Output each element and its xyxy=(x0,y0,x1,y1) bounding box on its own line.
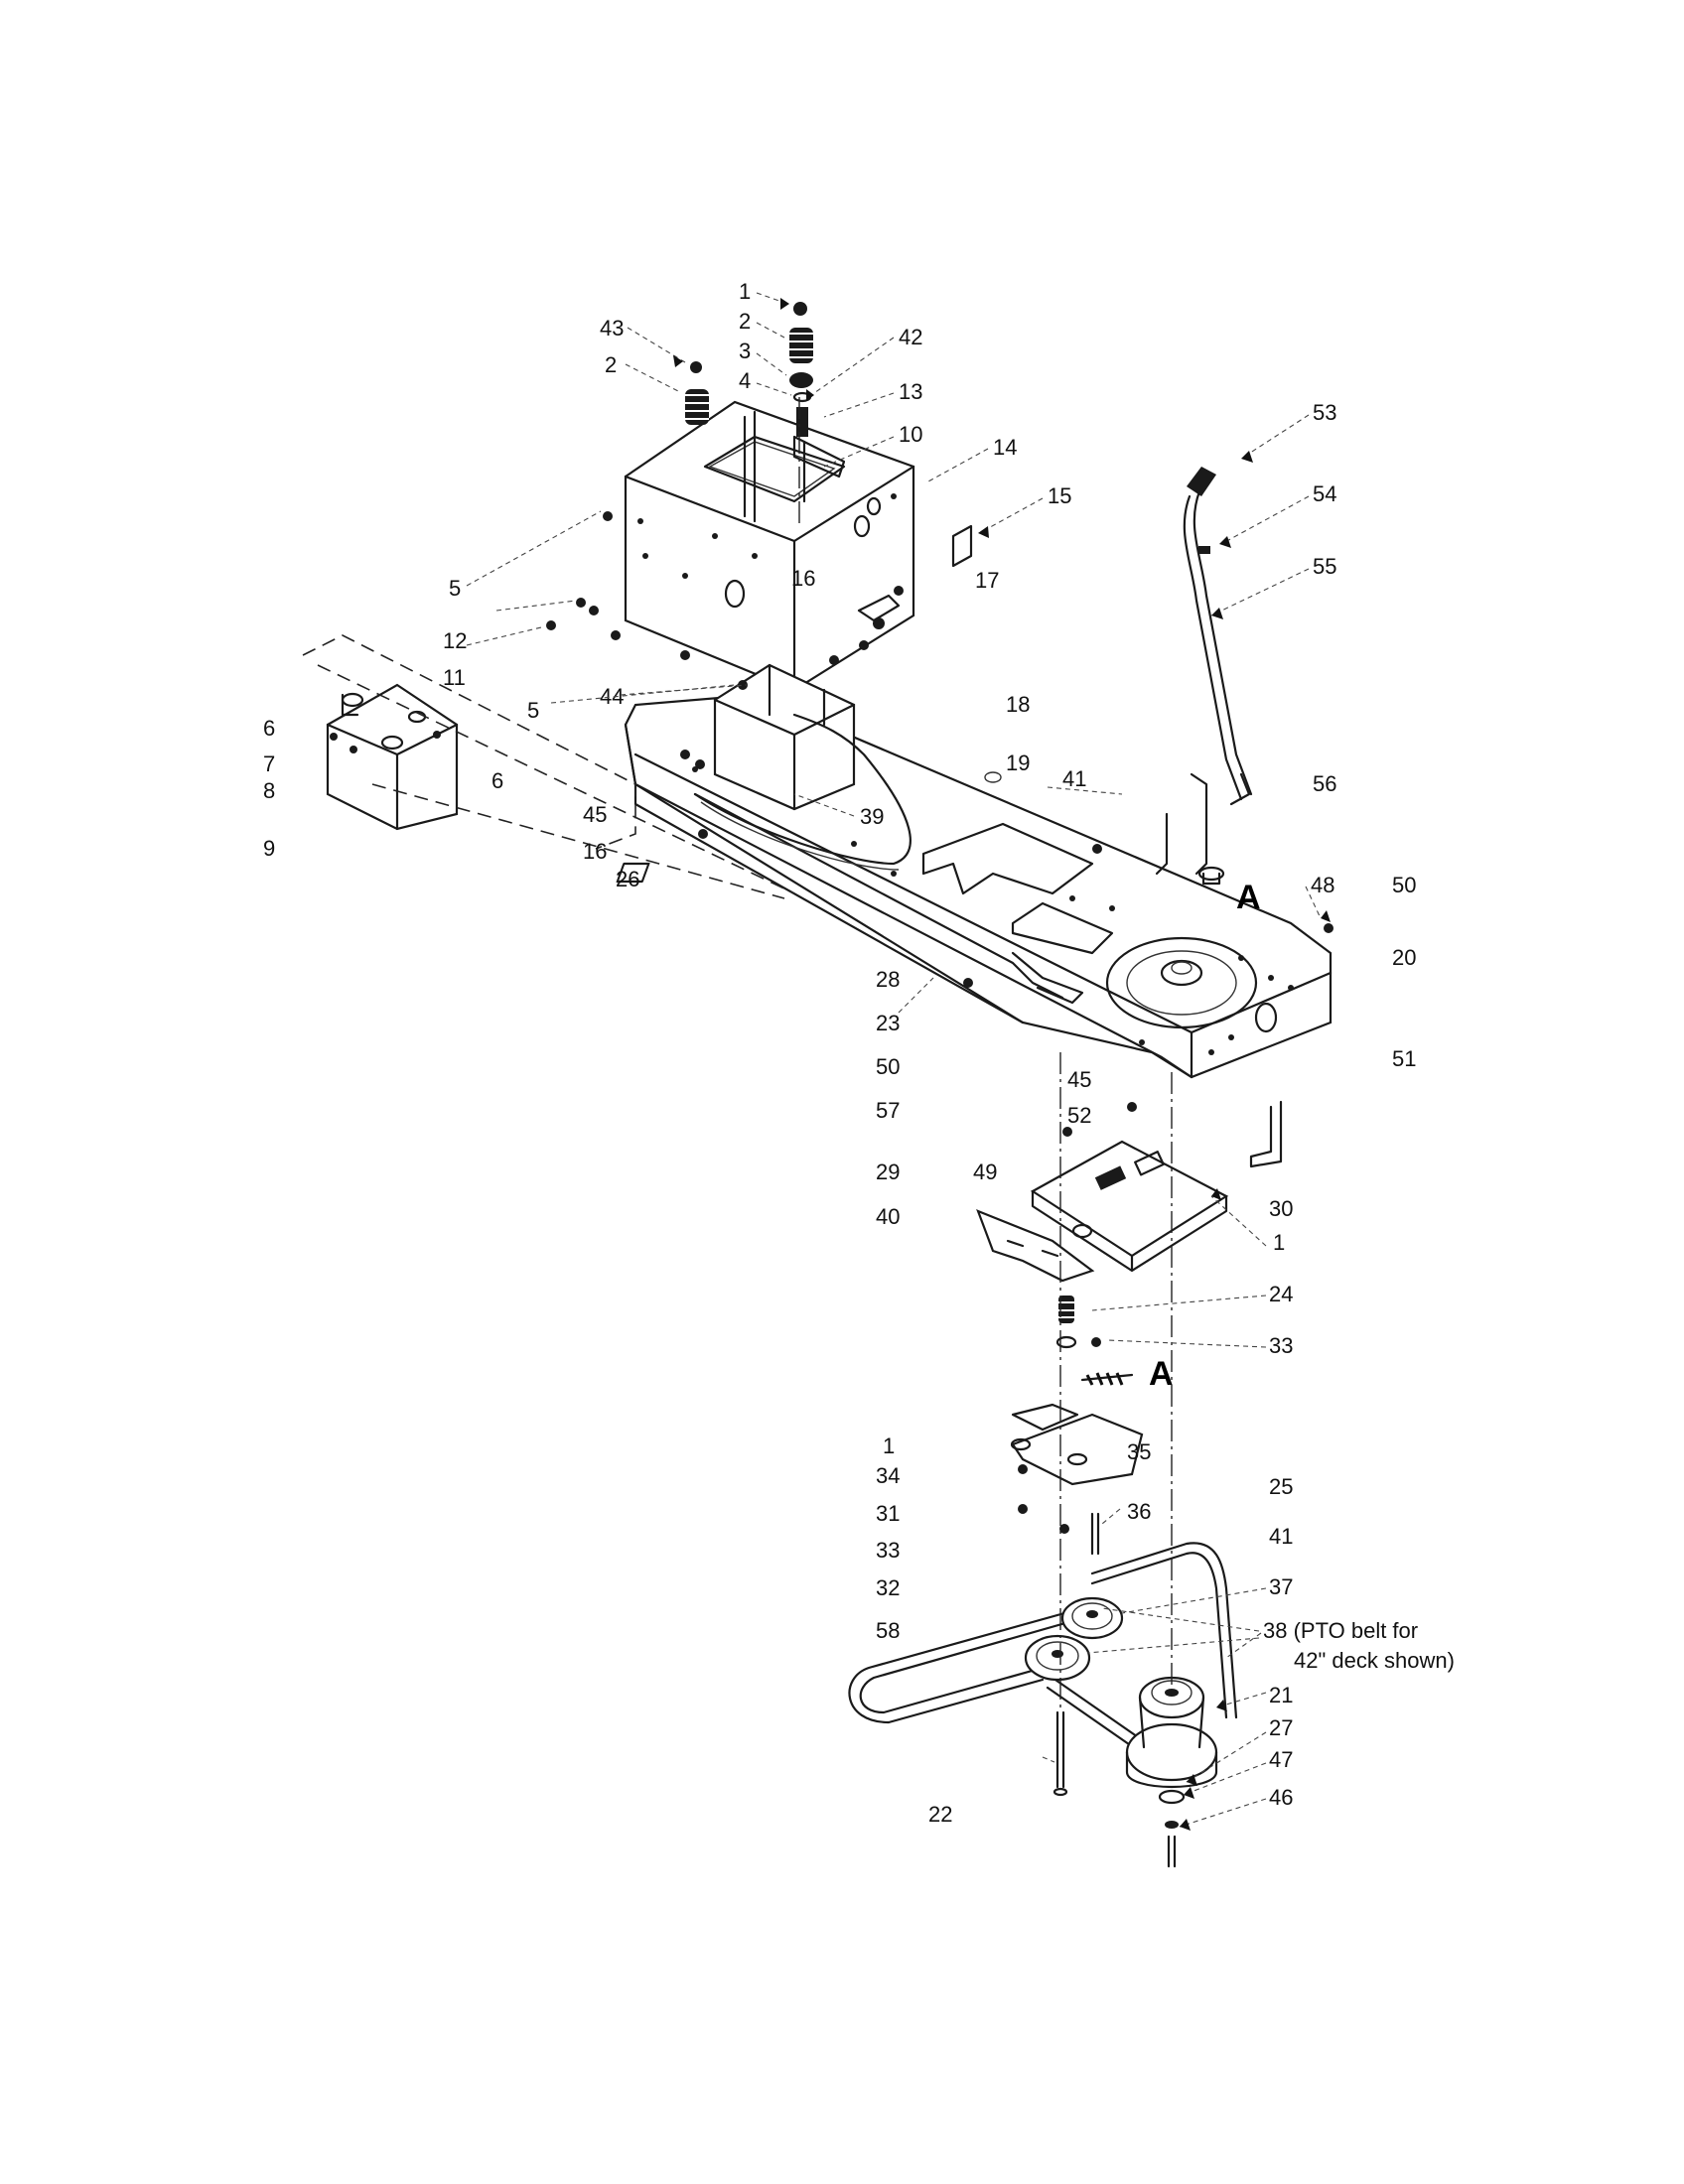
dash-tower xyxy=(624,400,915,871)
label-12: 12 xyxy=(443,628,467,653)
label-41b: 41 xyxy=(1269,1524,1293,1549)
center-lines xyxy=(798,397,1173,1707)
label-28: 28 xyxy=(876,967,900,992)
label-58: 58 xyxy=(876,1618,900,1643)
label-50: 50 xyxy=(1392,873,1416,897)
mid-plate xyxy=(976,1140,1229,1283)
label-11: 11 xyxy=(443,665,466,690)
bracket-51 xyxy=(1249,1100,1283,1168)
label-6b: 6 xyxy=(491,768,503,793)
bracket-17 xyxy=(857,524,973,629)
label-42: 42 xyxy=(899,325,922,349)
label-2b: 2 xyxy=(605,352,617,377)
label-41: 41 xyxy=(1062,766,1086,791)
belt-and-pulleys xyxy=(848,1512,1238,1868)
label-21: 21 xyxy=(1269,1683,1293,1707)
label-37: 37 xyxy=(1269,1574,1293,1599)
label-35: 35 xyxy=(1127,1439,1151,1464)
label-19: 19 xyxy=(1006,751,1030,775)
label-52: 52 xyxy=(1067,1103,1091,1128)
label-2: 2 xyxy=(739,309,751,334)
label-45: 45 xyxy=(583,802,607,827)
label-5: 5 xyxy=(449,576,461,601)
label-22: 22 xyxy=(928,1802,952,1827)
label-29: 29 xyxy=(876,1160,900,1184)
label-33b: 33 xyxy=(876,1538,900,1563)
label-45b: 45 xyxy=(1067,1067,1091,1092)
idler-bracket xyxy=(1010,1296,1144,1486)
label-50b: 50 xyxy=(876,1054,900,1079)
label-23: 23 xyxy=(876,1011,900,1035)
lift-lever xyxy=(1155,467,1253,886)
label-33: 33 xyxy=(1269,1333,1293,1358)
label-53: 53 xyxy=(1313,400,1336,425)
label-44: 44 xyxy=(600,684,624,709)
label-16b: 16 xyxy=(583,839,607,864)
label-7: 7 xyxy=(263,751,275,776)
label-31: 31 xyxy=(876,1501,900,1526)
leader-lines xyxy=(466,292,1322,1828)
label-51: 51 xyxy=(1392,1046,1416,1071)
label-27: 27 xyxy=(1269,1715,1293,1740)
label-39: 39 xyxy=(860,804,884,829)
label-25: 25 xyxy=(1269,1474,1293,1499)
label-18: 18 xyxy=(1006,692,1030,717)
label-46: 46 xyxy=(1269,1785,1293,1810)
label-13: 13 xyxy=(899,379,922,404)
label-5b: 5 xyxy=(527,698,539,723)
label-3: 3 xyxy=(739,339,751,363)
label-6: 6 xyxy=(263,716,275,741)
label-24: 24 xyxy=(1269,1282,1293,1306)
label-14: 14 xyxy=(993,435,1017,460)
label-26: 26 xyxy=(616,867,639,891)
label-16: 16 xyxy=(791,566,815,591)
label-55: 55 xyxy=(1313,554,1336,579)
label-34: 34 xyxy=(876,1463,900,1488)
label-9: 9 xyxy=(263,836,275,861)
label-17: 17 xyxy=(975,568,999,593)
label-1b: 1 xyxy=(1273,1230,1285,1255)
battery xyxy=(302,634,795,899)
section-marker-a-top: A xyxy=(1236,879,1261,916)
arrowheads xyxy=(673,298,1331,1831)
label-36: 36 xyxy=(1127,1499,1151,1524)
label-49: 49 xyxy=(973,1160,997,1184)
label-4: 4 xyxy=(739,368,751,393)
hardware xyxy=(546,511,1333,1534)
part-labels: 1 2 3 4 42 43 2 13 10 14 53 15 54 55 5 1… xyxy=(263,279,1455,1827)
label-48: 48 xyxy=(1311,873,1334,897)
springs-top xyxy=(685,302,846,503)
label-57: 57 xyxy=(876,1098,900,1123)
label-32: 32 xyxy=(876,1575,900,1600)
label-38-note: 42" deck shown) xyxy=(1294,1648,1455,1673)
section-marker-a-bottom: A xyxy=(1149,1355,1174,1393)
label-30: 30 xyxy=(1269,1196,1293,1221)
label-43: 43 xyxy=(600,316,624,341)
label-40: 40 xyxy=(876,1204,900,1229)
label-10: 10 xyxy=(899,422,922,447)
label-1: 1 xyxy=(739,279,751,304)
label-15: 15 xyxy=(1048,483,1071,508)
label-38: 38 (PTO belt for xyxy=(1263,1618,1418,1643)
label-8: 8 xyxy=(263,778,275,803)
label-56: 56 xyxy=(1313,771,1336,796)
label-20: 20 xyxy=(1392,945,1416,970)
label-1c: 1 xyxy=(883,1433,895,1458)
label-54: 54 xyxy=(1313,481,1336,506)
label-47: 47 xyxy=(1269,1747,1293,1772)
